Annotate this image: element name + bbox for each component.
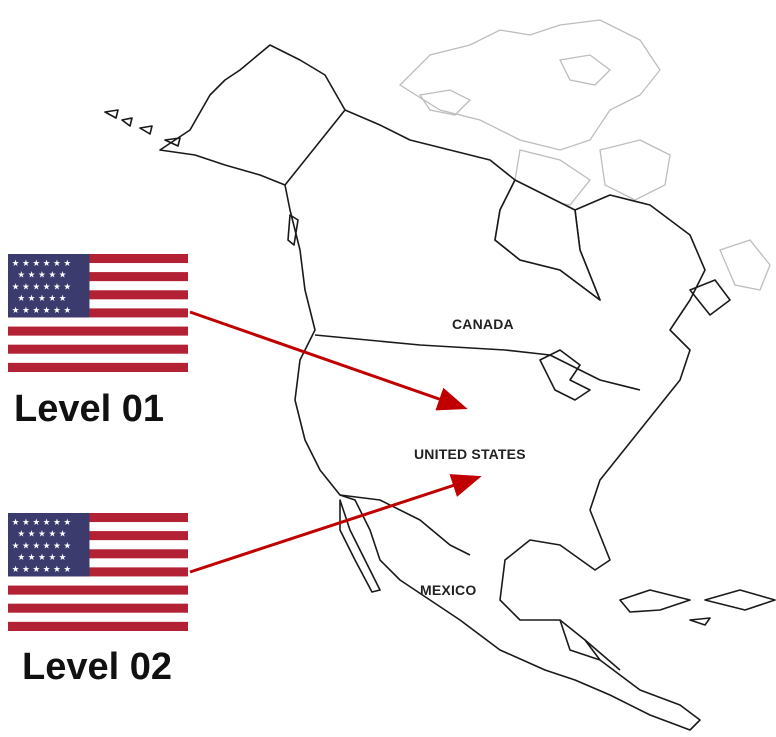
us-flag-level-01: ★ ★ ★ ★ ★ ★ ★ ★ ★ ★ ★ ★ ★ ★ ★ ★ ★ ★ ★ ★ …: [8, 254, 188, 372]
newfoundland: [689, 279, 731, 316]
level-02-label: Level 02: [22, 646, 172, 688]
level-01-label: Level 01: [14, 388, 164, 430]
great-lakes: [539, 349, 591, 401]
caribbean-islands: [619, 589, 776, 626]
us-flag-icon: ★ ★ ★ ★ ★ ★ ★ ★ ★ ★ ★ ★ ★ ★ ★ ★ ★ ★ ★ ★ …: [8, 254, 188, 372]
svg-text:★ ★ ★ ★ ★ ★: ★ ★ ★ ★ ★ ★: [12, 259, 72, 269]
svg-text:★ ★ ★ ★ ★: ★ ★ ★ ★ ★: [17, 529, 66, 539]
alaska-border: [284, 109, 346, 186]
level-02-arrow: [189, 474, 482, 574]
svg-text:★ ★ ★ ★ ★: ★ ★ ★ ★ ★: [17, 553, 66, 563]
svg-text:★ ★ ★ ★ ★: ★ ★ ★ ★ ★: [17, 270, 66, 280]
mainland-outline: [159, 44, 706, 731]
us-flag-icon: ★ ★ ★ ★ ★ ★ ★ ★ ★ ★ ★ ★ ★ ★ ★ ★ ★ ★ ★ ★ …: [8, 513, 188, 631]
svg-text:★ ★ ★ ★ ★ ★: ★ ★ ★ ★ ★ ★: [12, 541, 72, 551]
svg-text:★ ★ ★ ★ ★: ★ ★ ★ ★ ★: [17, 294, 66, 304]
united-states-label: UNITED STATES: [414, 446, 526, 462]
svg-text:★ ★ ★ ★ ★ ★: ★ ★ ★ ★ ★ ★: [12, 306, 72, 316]
arctic-islands: [398, 19, 771, 291]
svg-text:★ ★ ★ ★ ★ ★: ★ ★ ★ ★ ★ ★: [12, 565, 72, 575]
us-mexico-border: [339, 494, 471, 556]
aleutian-islands: [104, 109, 181, 147]
canada-us-border: [314, 334, 641, 391]
level-01-arrow: [189, 310, 468, 411]
baja-california: [339, 499, 381, 593]
continent-outline: [104, 44, 776, 731]
canada-label: CANADA: [452, 316, 514, 332]
us-flag-level-02: ★ ★ ★ ★ ★ ★ ★ ★ ★ ★ ★ ★ ★ ★ ★ ★ ★ ★ ★ ★ …: [8, 513, 188, 631]
mexico-label: MEXICO: [420, 582, 477, 598]
hudson-bay: [494, 179, 601, 301]
svg-text:★ ★ ★ ★ ★ ★: ★ ★ ★ ★ ★ ★: [12, 518, 72, 528]
svg-text:★ ★ ★ ★ ★ ★: ★ ★ ★ ★ ★ ★: [12, 282, 72, 292]
